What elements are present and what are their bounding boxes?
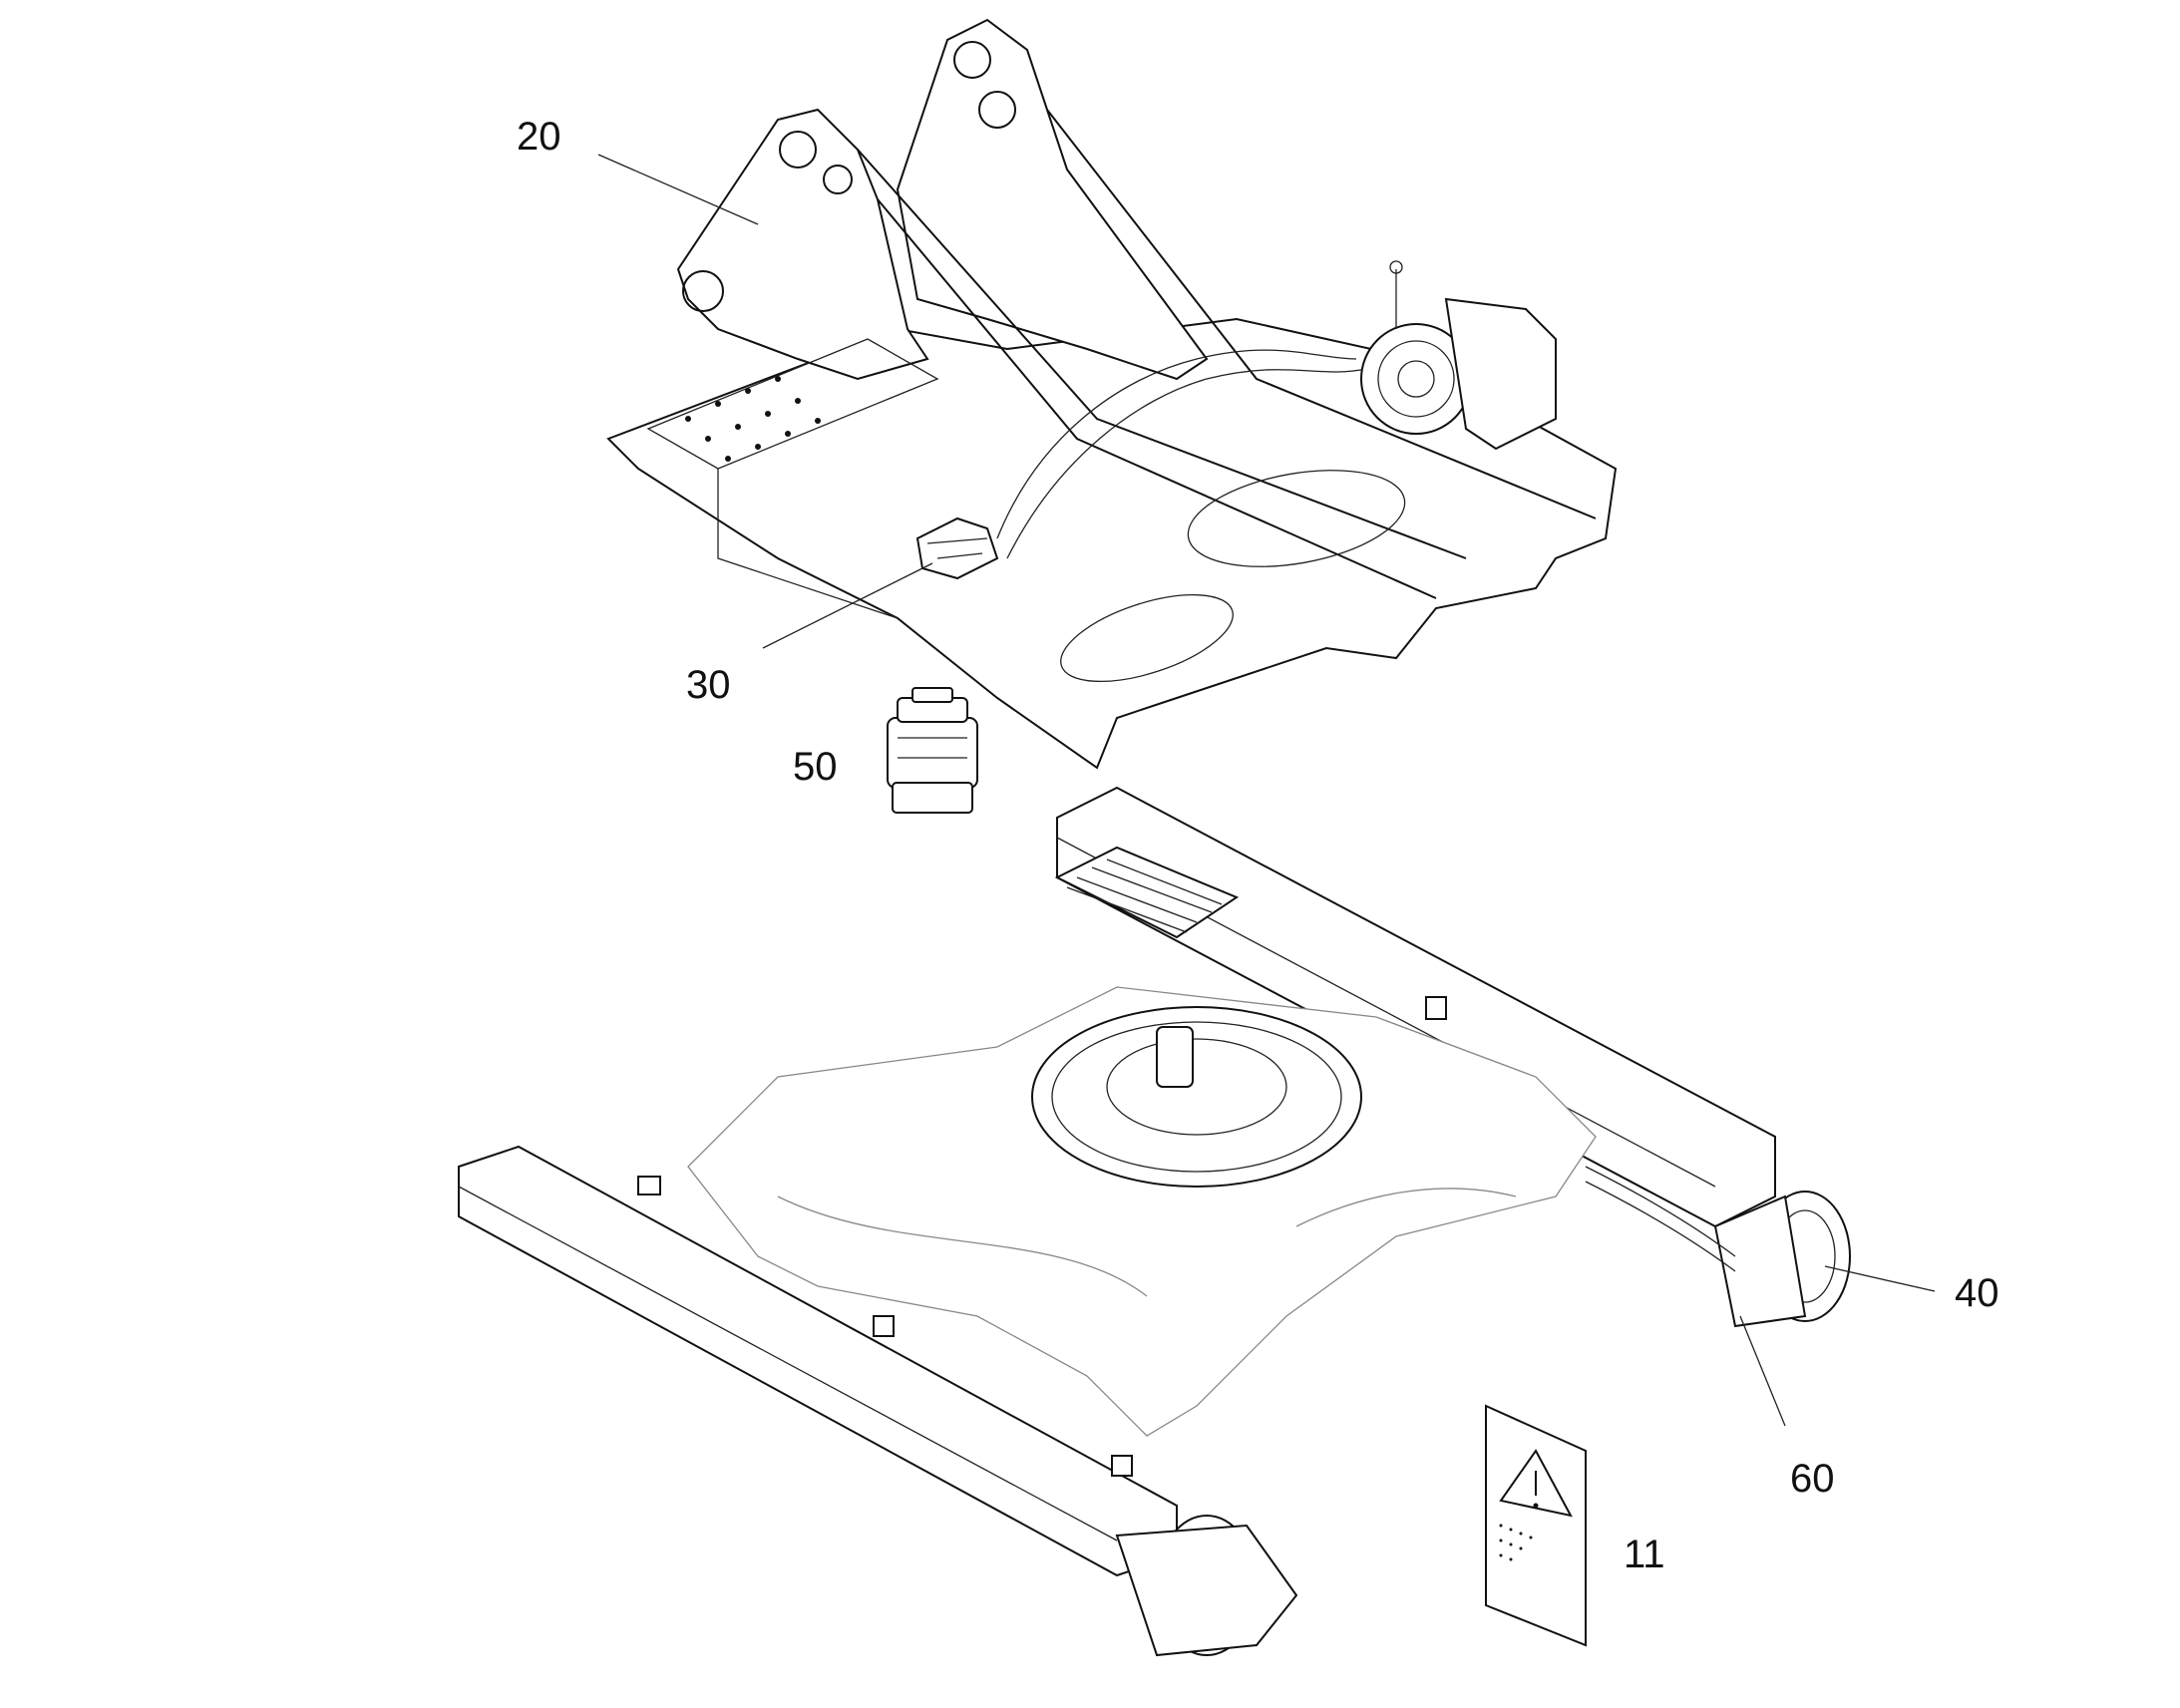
engine-unit <box>1360 260 1557 451</box>
leader-60 <box>1739 1315 1786 1427</box>
leader-40 <box>1824 1265 1936 1292</box>
warning-decal <box>1485 1404 1587 1647</box>
left-sprocket <box>1115 1515 1298 1657</box>
callout-11: 11 <box>1624 1533 1665 1576</box>
callout-40: 40 <box>1955 1271 1999 1315</box>
valve-block <box>915 516 999 580</box>
leader-20 <box>597 154 759 225</box>
undercarriage <box>458 786 1851 1657</box>
leader-30 <box>762 562 933 649</box>
leader-lines <box>597 154 1936 1427</box>
callout-20: 20 <box>517 115 561 159</box>
callout-50: 50 <box>793 745 838 789</box>
swivel-joint <box>887 687 978 814</box>
callout-60: 60 <box>1790 1457 1835 1501</box>
upper-frame <box>606 18 1618 770</box>
callout-30: 30 <box>686 663 731 707</box>
right-sprocket <box>1713 1191 1851 1328</box>
